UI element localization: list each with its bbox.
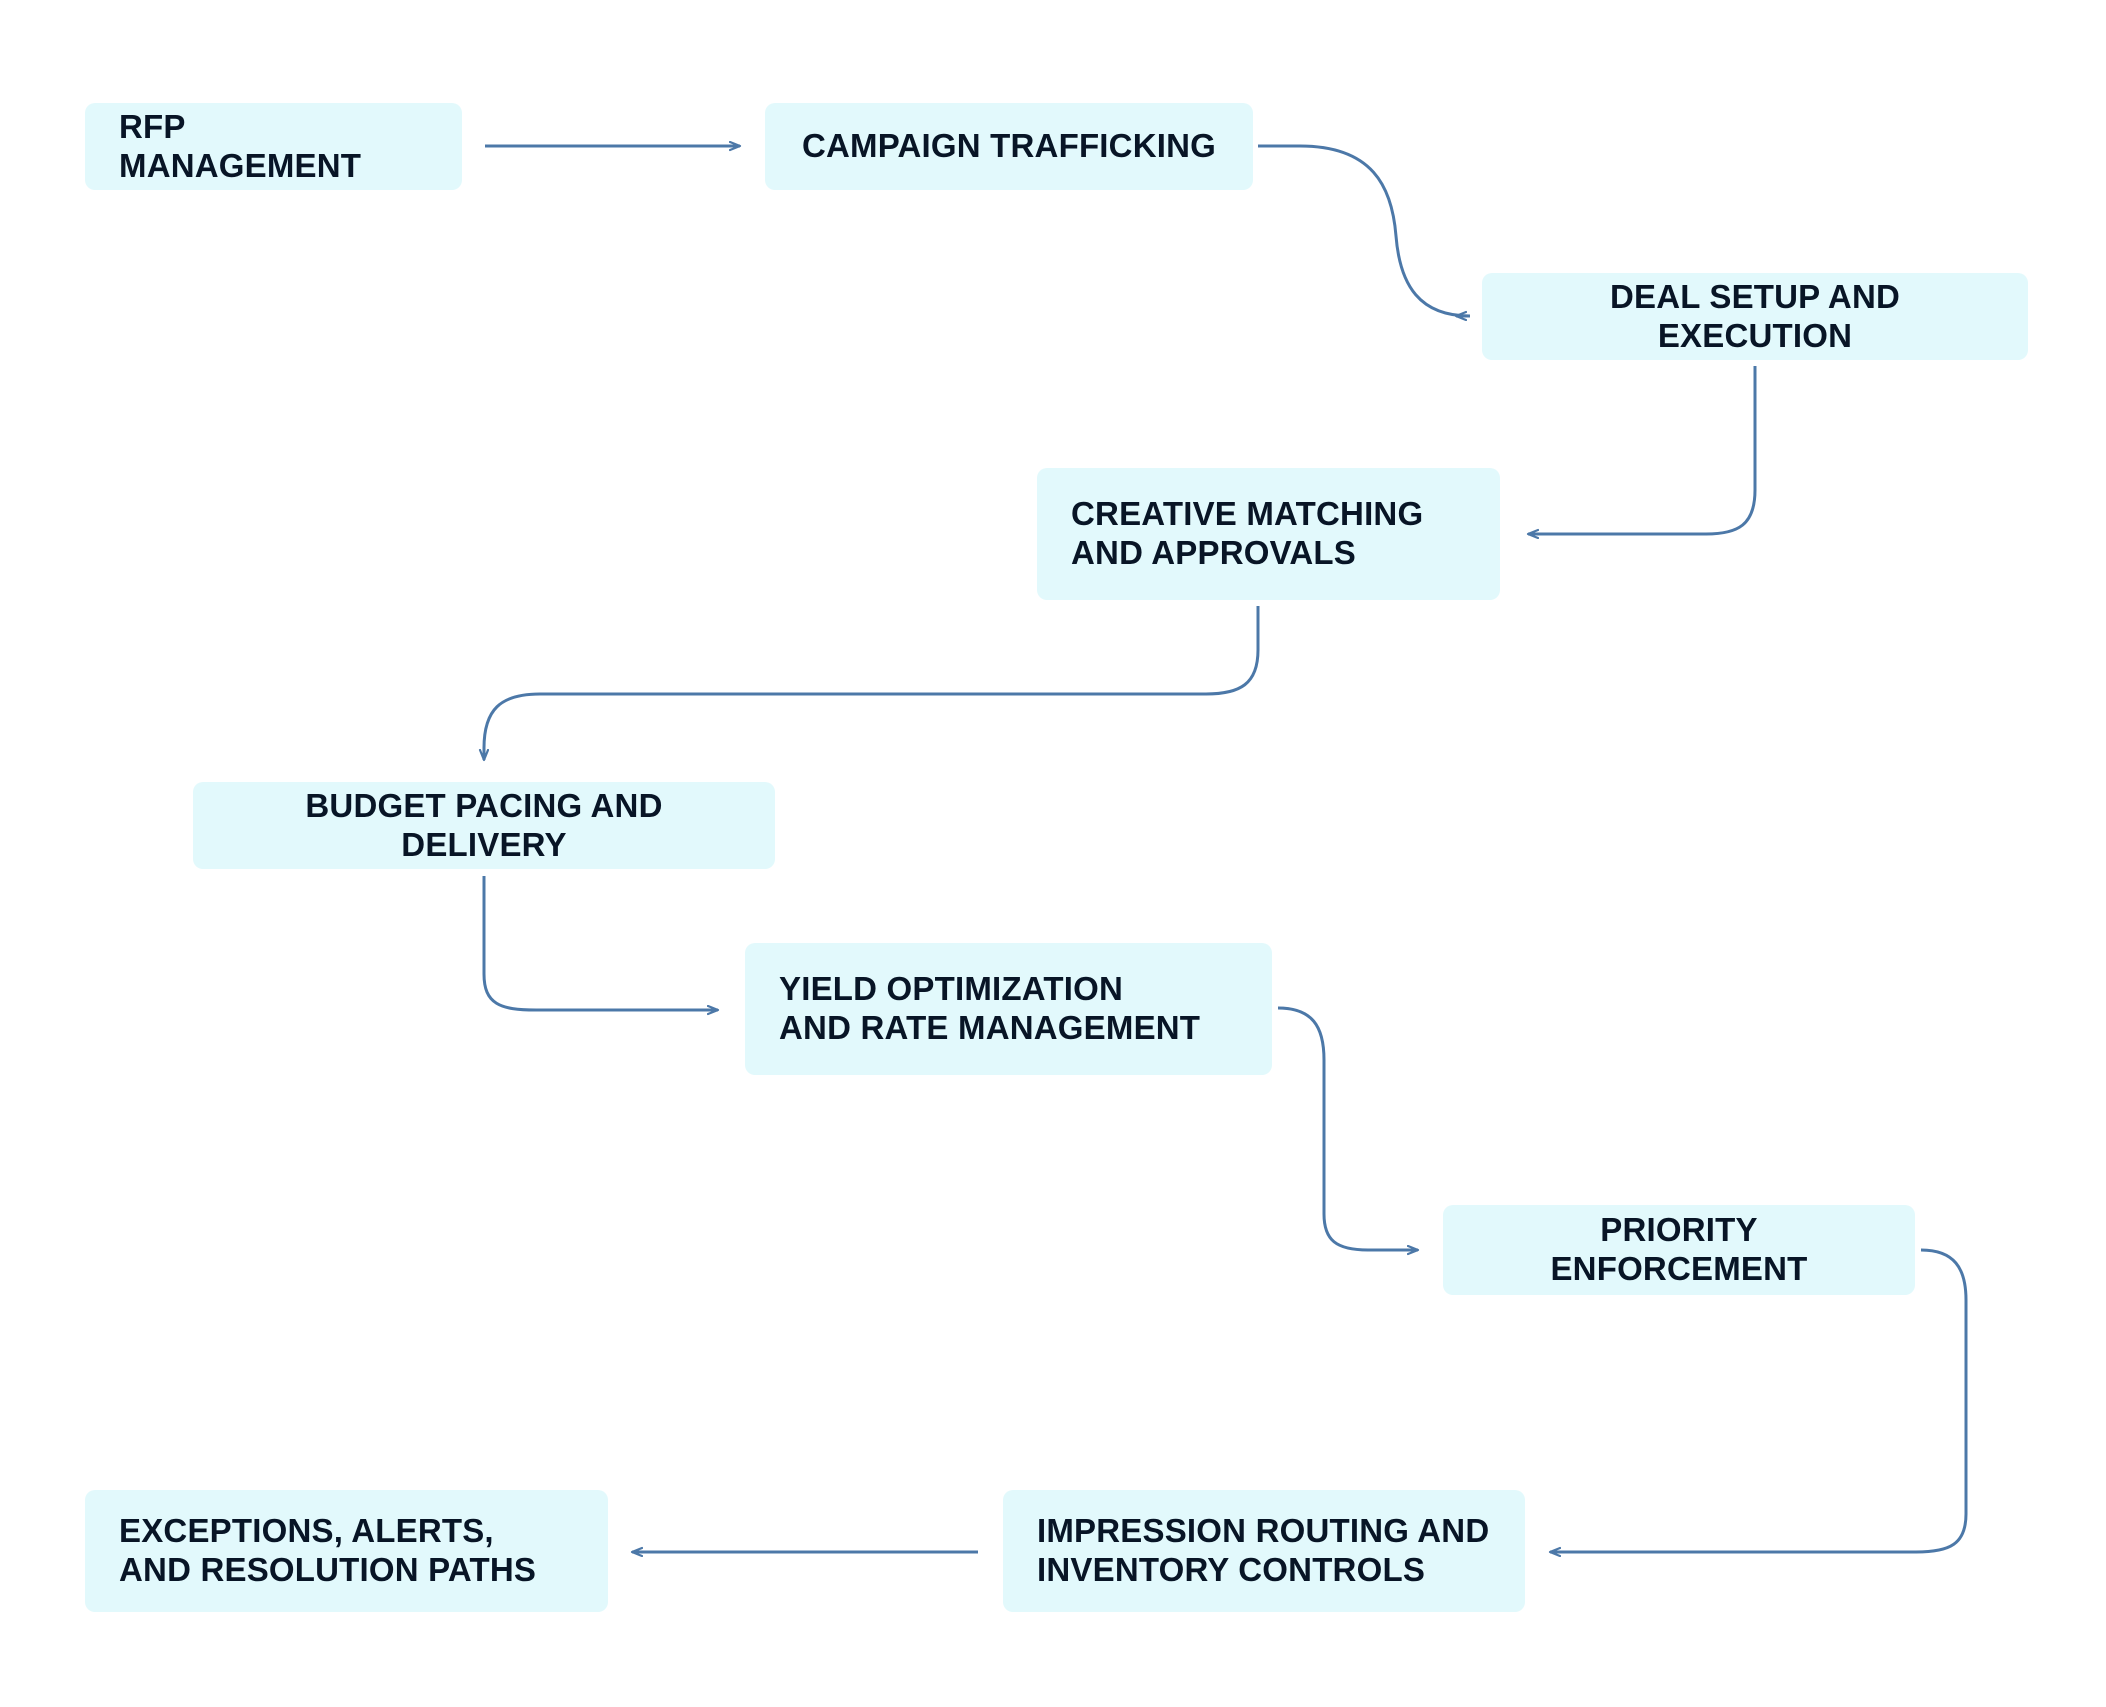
node-yield-optimization-and-rate-management[interactable]: YIELD OPTIMIZATION AND RATE MANAGEMENT	[745, 943, 1272, 1075]
node-label: EXCEPTIONS, ALERTS, AND RESOLUTION PATHS	[119, 1512, 537, 1588]
node-rfp-management[interactable]: RFP MANAGEMENT	[85, 103, 462, 190]
node-label: DEAL SETUP AND EXECUTION	[1609, 277, 1901, 354]
node-label: PRIORITY ENFORCEMENT	[1550, 1211, 1808, 1287]
node-label: YIELD OPTIMIZATION AND RATE MANAGEMENT	[779, 970, 1201, 1046]
node-label: IMPRESSION ROUTING AND INVENTORY CONTROL…	[1037, 1512, 1490, 1588]
node-deal-setup-and-execution[interactable]: DEAL SETUP AND EXECUTION	[1482, 273, 2028, 360]
node-label: RFP MANAGEMENT	[119, 107, 362, 184]
node-exceptions-alerts-and-resolution-paths[interactable]: EXCEPTIONS, ALERTS, AND RESOLUTION PATHS	[85, 1490, 608, 1612]
node-label: CREATIVE MATCHING AND APPROVALS	[1071, 495, 1424, 571]
node-label: BUDGET PACING AND DELIVERY	[305, 786, 663, 863]
node-impression-routing-and-inventory-controls[interactable]: IMPRESSION ROUTING AND INVENTORY CONTROL…	[1003, 1490, 1525, 1612]
edge-yield-to-priority	[1277, 1006, 1418, 1250]
node-campaign-trafficking[interactable]: CAMPAIGN TRAFFICKING	[765, 103, 1253, 190]
edge-creative-to-budget	[484, 606, 1260, 760]
node-label: CAMPAIGN TRAFFICKING	[801, 127, 1217, 165]
node-budget-pacing-and-delivery[interactable]: BUDGET PACING AND DELIVERY	[193, 782, 775, 869]
edge-budget-to-yield	[482, 876, 718, 1010]
edge-deal-to-creative	[1528, 366, 1757, 534]
node-priority-enforcement[interactable]: PRIORITY ENFORCEMENT	[1443, 1205, 1915, 1295]
node-creative-matching-and-approvals[interactable]: CREATIVE MATCHING AND APPROVALS	[1037, 468, 1500, 600]
edge-campaign-to-deal	[1258, 144, 1471, 316]
edge-priority-to-impression	[1550, 1248, 1968, 1552]
